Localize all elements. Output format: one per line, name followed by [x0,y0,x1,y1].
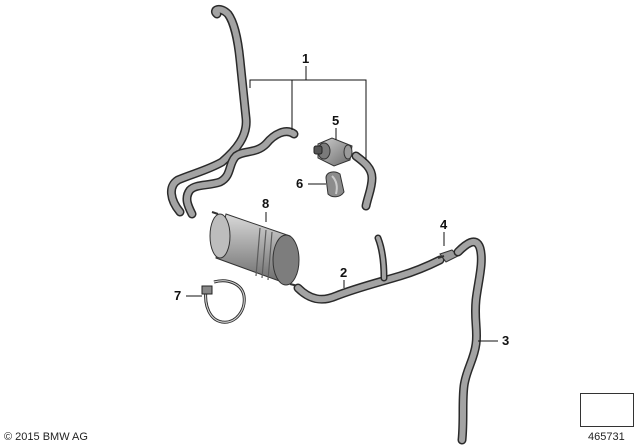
vent-hose-short [351,151,377,211]
callout-2: 2 [340,265,348,280]
callout-5: 5 [332,113,340,128]
copyright-text: © 2015 BMW AG [4,431,88,443]
vent-hose-middle [182,127,299,219]
vent-hose-long [167,4,251,217]
callout-7: 7 [174,288,182,303]
diagram-number: 465731 [588,431,625,443]
diagram-id-box [580,393,634,427]
vent-hose-right [453,237,486,445]
charcoal-canister [209,211,300,287]
holder-clip [325,171,345,198]
purge-line [293,234,445,304]
callout-1: 1 [302,51,310,66]
leader-lines [186,66,498,342]
leader-line-1 [249,66,367,160]
callout-6: 6 [296,176,304,191]
callout-8: 8 [262,196,270,211]
callout-3: 3 [502,333,510,348]
hose-clamp [201,279,246,324]
valve [313,137,353,167]
callout-4: 4 [440,217,448,232]
